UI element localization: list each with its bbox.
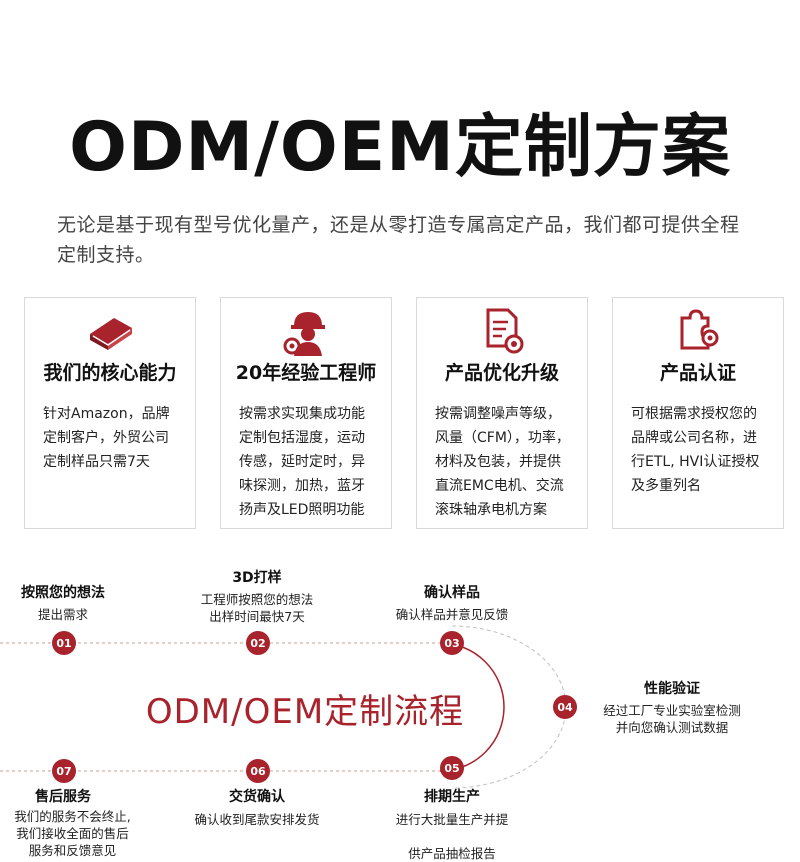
page-title: ODM/OEM定制方案 xyxy=(69,108,731,187)
card-optimization: 产品优化升级 按需调整噪声等级， 风量（CFM），功率， 材料及包装，并提供 直… xyxy=(416,297,588,529)
step-05-title: 排期生产 xyxy=(424,789,480,805)
step-04-desc: 经过工厂专业实验室检测 并向您确认测试数据 xyxy=(603,703,741,735)
step-03-node: 03 xyxy=(440,631,464,655)
step-05-node: 05 xyxy=(440,756,464,780)
step-06-node: 06 xyxy=(246,759,270,783)
flow-title: ODM/OEM定制流程 xyxy=(145,692,465,732)
step-07-title: 售后服务 xyxy=(35,789,91,805)
step-02-desc: 工程师按照您的想法 出样时间最快7天 xyxy=(200,592,314,624)
intro-text: 无论是基于现有型号优化量产，还是从零打造专属高定产品，我们都可提供全程定制支持。 xyxy=(57,214,740,266)
step-01-node: 01 xyxy=(52,631,76,655)
card-body: 针对Amazon，品牌 定制客户，外贸公司 定制样品只需7天 xyxy=(43,406,170,470)
step-02-title: 3D打样 xyxy=(232,570,282,586)
book-icon xyxy=(25,306,195,360)
step-06-desc: 确认收到尾款安排发货 xyxy=(194,812,320,827)
step-02-node: 02 xyxy=(246,631,270,655)
step-07-desc: 我们的服务不会终止, 我们接收全面的售后 服务和反馈意见 xyxy=(14,809,131,858)
card-body: 按需求实现集成功能 定制包括湿度，运动 传感，延时定时，异 味探测，加热，蓝牙 … xyxy=(239,406,365,518)
step-03-desc: 确认样品并意见反馈 xyxy=(395,607,509,622)
step-04-title: 性能验证 xyxy=(644,681,700,697)
step-04-node: 04 xyxy=(553,695,577,719)
card-body: 可根据需求授权您的 品牌或公司名称，进 行ETL, HVI认证授权 及多重列名 xyxy=(631,406,760,494)
puzzle-gear-icon xyxy=(613,306,783,360)
step-03-title: 确认样品 xyxy=(424,585,480,601)
step-07-node: 07 xyxy=(52,759,76,783)
card-certification: 产品认证 可根据需求授权您的 品牌或公司名称，进 行ETL, HVI认证授权 及… xyxy=(612,297,784,529)
step-01-title: 按照您的想法 xyxy=(21,585,105,601)
step-01-desc: 提出需求 xyxy=(37,607,88,622)
document-gear-icon xyxy=(417,306,587,360)
card-title: 我们的核心能力 xyxy=(43,362,177,384)
card-engineer: 20年经验工程师 按需求实现集成功能 定制包括湿度，运动 传感，延时定时，异 味… xyxy=(220,297,392,529)
card-body: 按需调整噪声等级， 风量（CFM），功率， 材料及包装，并提供 直流EMC电机、… xyxy=(435,406,570,518)
card-core-ability: 我们的核心能力 针对Amazon，品牌 定制客户，外贸公司 定制样品只需7天 xyxy=(24,297,196,529)
engineer-icon xyxy=(221,306,391,362)
card-title: 产品认证 xyxy=(659,362,736,384)
step-06-title: 交货确认 xyxy=(229,789,285,805)
card-title: 产品优化升级 xyxy=(444,362,559,384)
card-title: 20年经验工程师 xyxy=(235,362,377,384)
